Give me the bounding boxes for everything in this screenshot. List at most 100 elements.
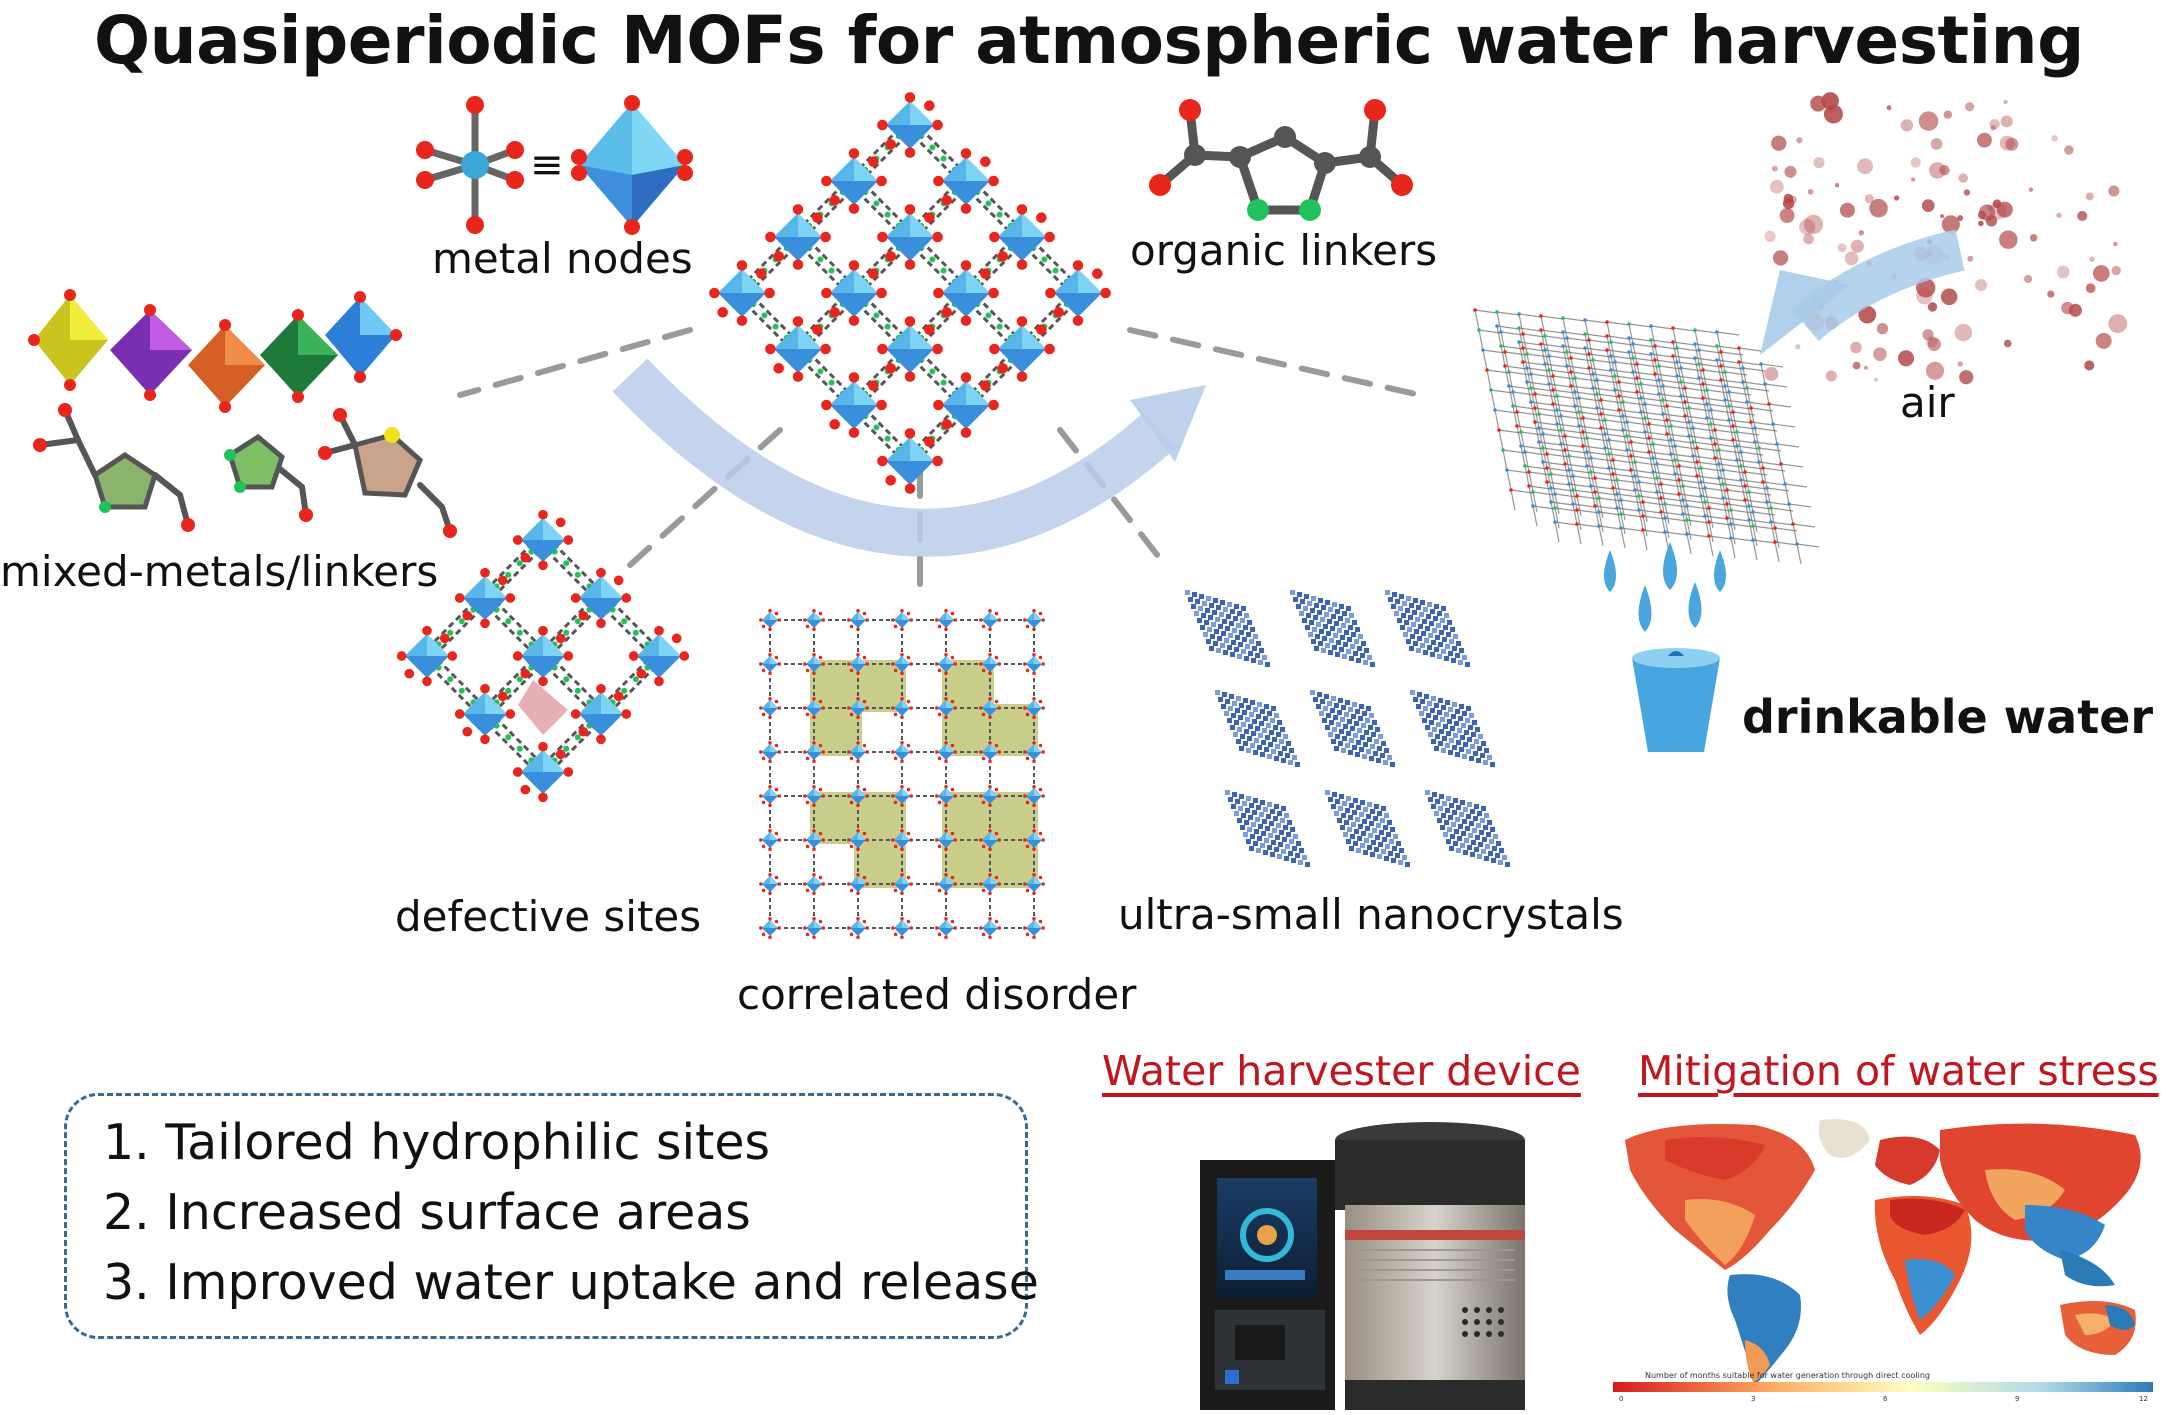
air-particle	[1764, 366, 1779, 381]
air-particle	[1990, 125, 1996, 131]
air-particle	[1940, 214, 1945, 219]
metal-node-icon	[759, 829, 781, 851]
air-particle	[1863, 365, 1869, 370]
metal-node-icon	[847, 609, 869, 631]
metal-node-icon	[1023, 697, 1045, 719]
air-label: air	[1900, 378, 1955, 427]
metal-node-icon	[765, 316, 831, 382]
air-particle	[1999, 230, 2018, 249]
metal-node-icon	[570, 683, 632, 745]
metal-node-icon	[891, 741, 913, 763]
disorder-region	[942, 704, 994, 756]
air-particle	[1858, 305, 1877, 324]
air-particle	[1850, 341, 1862, 354]
metal-node-icon	[821, 372, 887, 438]
metal-node-icon	[891, 873, 913, 895]
disorder-region	[942, 660, 994, 712]
air-particle	[1911, 177, 1916, 182]
metal-node-icon	[891, 697, 913, 719]
air-particle	[1929, 162, 1946, 179]
metal-node-icon	[803, 609, 825, 631]
water-cup-icon	[1632, 648, 1720, 752]
disorder-region	[942, 836, 994, 888]
metal-node-icon	[512, 625, 574, 687]
metal-nodes-label: metal nodes	[432, 234, 693, 283]
air-particle	[1926, 336, 1938, 348]
metal-node-icon	[1023, 873, 1045, 895]
air-particle	[2047, 290, 2055, 298]
mixed-metals-linkers-label: mixed-metals/linkers	[0, 547, 439, 596]
mof-crystal-layer	[1473, 308, 1776, 533]
metal-node-icon	[803, 785, 825, 807]
metal-node-icon	[979, 785, 1001, 807]
metal-node-icon	[979, 741, 1001, 763]
air-particle	[2111, 265, 2121, 276]
air-particle	[1959, 370, 1974, 385]
harvesting-mof-crystal	[1473, 308, 1820, 565]
air-particle	[1873, 347, 1887, 361]
metal-node-icon	[628, 625, 690, 687]
metal-node-icon	[454, 683, 516, 745]
correlated-disorder-framework	[759, 609, 1045, 939]
world-water-stress-map: Number of months suitable for water gene…	[1613, 1119, 2153, 1403]
air-particle	[1954, 323, 1973, 342]
metal-node-icon	[1023, 653, 1045, 675]
metal-node-icon	[891, 609, 913, 631]
air-particle	[1783, 193, 1794, 204]
air-particle	[1963, 189, 1971, 196]
metal-node-icon	[847, 785, 869, 807]
disorder-region	[810, 792, 862, 844]
page-title: Quasiperiodic MOFs for atmospheric water…	[94, 2, 2084, 79]
air-particle	[1957, 361, 1963, 367]
nanocrystals-label: ultra-small nanocrystals	[1118, 890, 1624, 939]
ultra-small-nanocrystals	[1185, 590, 1510, 867]
air-particle	[2092, 265, 2110, 282]
air-particle	[2029, 233, 2038, 242]
nanocrystal-cluster	[1385, 590, 1470, 667]
air-particle	[1850, 239, 1864, 253]
nanocrystal-cluster	[1215, 690, 1300, 767]
mof-crystal-layer	[1517, 340, 1820, 565]
metal-node-icon	[933, 372, 999, 438]
air-particle	[2051, 134, 2058, 142]
air-particle	[1876, 323, 1889, 335]
metal-node-icon	[847, 829, 869, 851]
air-particle	[1897, 350, 1915, 367]
disorder-region	[986, 836, 1038, 888]
metal-node-icon	[989, 204, 1055, 270]
metal-node-icon	[1045, 260, 1111, 326]
air-particle	[1869, 198, 1888, 218]
organic-linker-molecule-icon	[1149, 99, 1413, 221]
air-particle	[1873, 377, 1879, 382]
air-particle	[1918, 111, 1939, 131]
nanocrystal-cluster	[1185, 590, 1270, 667]
metal-node-icon	[979, 917, 1001, 939]
air-particle	[2023, 274, 2033, 284]
feature-list-box: 1. Tailored hydrophilic sites 2. Increas…	[64, 1093, 1039, 1339]
air-particle	[1807, 189, 1814, 195]
metal-node-icon	[759, 609, 781, 631]
legend-tick: 12	[2139, 1395, 2148, 1403]
metal-node-icon	[1023, 741, 1045, 763]
map-legend-caption: Number of months suitable for water gene…	[1645, 1371, 1930, 1380]
mixed-linker-molecules	[33, 403, 457, 538]
device-title-link[interactable]: Water harvester device	[1102, 1047, 1581, 1095]
air-particle	[1813, 157, 1825, 169]
metal-node-icon	[847, 917, 869, 939]
air-particle	[1930, 137, 1943, 150]
map-title-link[interactable]: Mitigation of water stress	[1638, 1047, 2159, 1095]
metal-node-icon	[454, 567, 516, 629]
air-particle	[2064, 145, 2074, 155]
metal-node-icon	[935, 609, 957, 631]
metal-node-icon	[935, 829, 957, 851]
metal-node-icon	[989, 316, 1055, 382]
metal-node-icon	[759, 785, 781, 807]
air-particle	[1967, 255, 1974, 262]
disorder-region	[854, 660, 906, 712]
metal-node-icon	[935, 741, 957, 763]
metal-node-icon	[979, 829, 1001, 851]
organic-linkers-label: organic linkers	[1130, 226, 1438, 275]
metal-node-icon	[877, 204, 943, 270]
air-particle	[1927, 337, 1941, 351]
